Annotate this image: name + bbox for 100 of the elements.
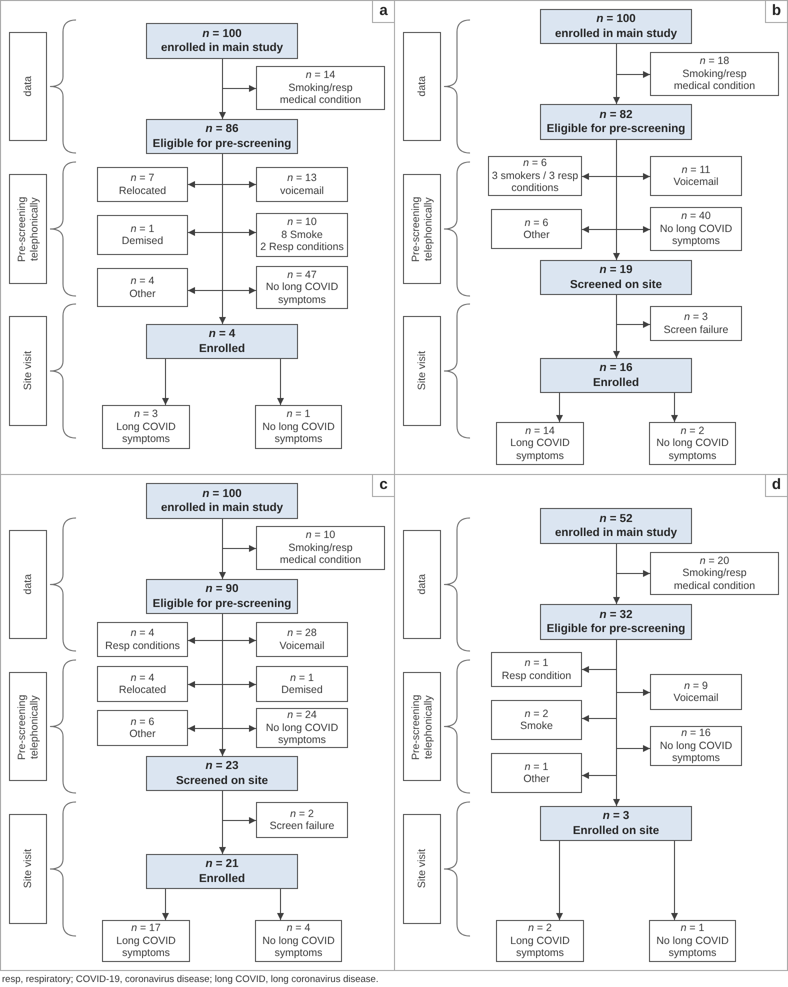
arrow <box>219 58 226 120</box>
description-label: Eligible for pre-screening <box>152 136 292 151</box>
footnote: resp, respiratory; COVID-19, coronavirus disease; long COVID, long coronavirus disease. <box>2 974 378 986</box>
stage-box <box>9 814 47 924</box>
count-label: n = 23 <box>206 759 238 774</box>
count-label: n = 10 <box>287 216 317 229</box>
stage-box <box>9 316 47 426</box>
count-label: n = 1 <box>130 222 154 235</box>
stage-label: Pre-screening telephonically <box>410 692 434 762</box>
count-label: n = 40 <box>681 210 711 223</box>
process-box <box>540 604 692 640</box>
count-label: n = 1 <box>290 672 314 684</box>
count-label: n = 10 <box>306 529 336 542</box>
stage-box <box>403 814 441 924</box>
stage-label: Site visit <box>416 849 428 889</box>
exclusion-box <box>650 674 742 710</box>
arrow <box>219 790 226 854</box>
process-box <box>540 9 692 44</box>
description-label: Long COVID symptoms <box>509 934 571 960</box>
exclusion-box <box>256 708 348 748</box>
description-label: Eligible for pre-screening <box>152 596 292 611</box>
stage-label: data <box>416 76 428 97</box>
process-box <box>146 483 298 519</box>
panel-frame <box>394 474 788 971</box>
count-label: n = 17 <box>131 922 161 935</box>
count-label: n = 6 <box>524 216 548 229</box>
stage-label: data <box>22 76 34 97</box>
panel-letter: d <box>765 475 787 497</box>
process-box <box>540 260 692 295</box>
description-label: Eligible for pre-screening <box>546 622 686 636</box>
stage-box <box>403 530 441 639</box>
description-label: No long COVID symptoms <box>264 722 340 747</box>
stage-box <box>403 174 441 284</box>
description-label: Relocated <box>118 184 166 197</box>
description-label: No long COVID symptoms <box>261 934 336 960</box>
count-label: n = 11 <box>682 164 710 176</box>
stage-box <box>403 672 441 781</box>
count-label: n = 6 <box>130 716 154 728</box>
description-label: Enrolled on site <box>572 824 660 838</box>
process-box <box>540 806 692 841</box>
description-label: Resp conditions <box>105 640 180 652</box>
exclusion-box <box>97 167 188 202</box>
exclusion-box <box>256 666 348 702</box>
count-label: n = 100 <box>596 12 636 26</box>
description-label: Screen failure <box>270 820 334 832</box>
exclusion-box <box>97 215 188 255</box>
exclusion-box <box>97 666 188 702</box>
exclusion-box <box>256 802 348 838</box>
arrow <box>162 888 169 920</box>
count-label: n = 9 <box>684 680 708 692</box>
arrow <box>219 518 226 580</box>
arrow <box>671 840 678 920</box>
stage-label: data <box>22 574 34 595</box>
count-label: n = 32 <box>600 608 632 622</box>
count-label: n = 13 <box>287 172 317 184</box>
description-label: No long COVID symptoms <box>264 281 340 306</box>
arrow <box>613 294 620 358</box>
description-label: enrolled in main study <box>554 526 678 540</box>
description-label: Other <box>523 773 550 786</box>
count-label: n = 52 <box>600 512 632 526</box>
outcome-box <box>255 920 342 962</box>
process-box <box>146 119 298 154</box>
description-label: 8 Smoke <box>281 228 323 242</box>
stage-box <box>9 672 47 781</box>
count-label: n = 21 <box>206 857 238 872</box>
arrow <box>613 640 620 806</box>
count-label: n = 16 <box>600 361 632 376</box>
count-label: n = 1 <box>524 760 548 773</box>
count-label: n = 6 <box>523 157 547 170</box>
description-label: Enrolled <box>198 342 245 356</box>
exclusion-box <box>97 268 188 307</box>
count-label: n = 100 <box>202 26 242 41</box>
count-label: n = 90 <box>206 582 238 596</box>
process-box <box>540 104 692 140</box>
exclusion-box <box>650 52 779 96</box>
stage-box <box>9 174 47 284</box>
count-label: n = 4 <box>130 275 154 288</box>
panel-letter: a <box>372 1 394 23</box>
count-label: n = 4 <box>208 327 236 342</box>
exclusion-box <box>256 66 385 110</box>
process-box <box>146 324 298 359</box>
description-label: Long COVID symptoms <box>115 934 177 960</box>
count-label: n = 14 <box>525 424 555 438</box>
description-label: Long COVID symptoms <box>509 437 571 462</box>
count-label: n = 18 <box>700 55 730 68</box>
count-label: n = 82 <box>600 108 632 122</box>
description-label: Other <box>129 288 156 300</box>
count-label: n = 47 <box>287 268 317 282</box>
exclusion-box <box>491 753 582 793</box>
count-label: n = 3 <box>602 809 630 824</box>
description-label: Voicemail <box>674 176 718 188</box>
description-label: Eligible for pre-screening <box>546 122 686 136</box>
stage-label: Pre-screening telephonically <box>16 692 40 762</box>
count-label: n = 4 <box>130 672 154 684</box>
arrow <box>277 358 284 406</box>
exclusion-box <box>491 700 582 740</box>
outcome-box <box>496 422 584 465</box>
arrow <box>613 44 620 104</box>
description-label: 2 Resp conditions <box>260 241 344 254</box>
exclusion-box <box>256 167 348 202</box>
